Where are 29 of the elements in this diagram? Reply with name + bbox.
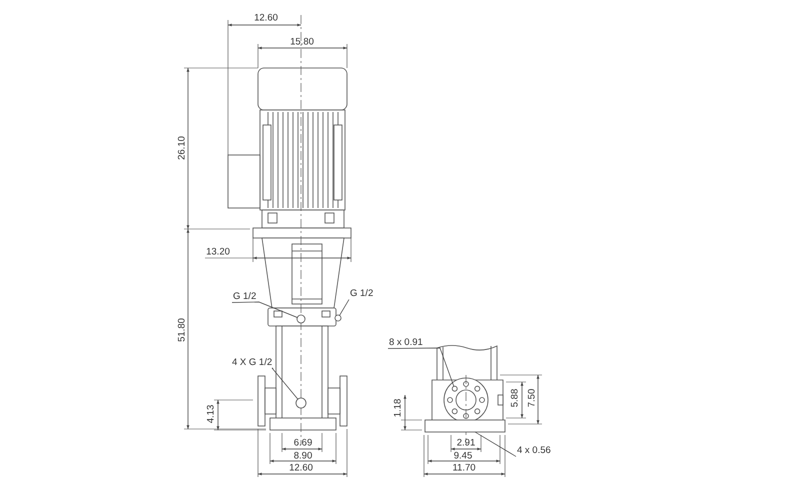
dimension-value: 1.18 <box>393 398 403 418</box>
dimension-value: 11.70 <box>452 463 476 473</box>
dimension-value: 6.69 <box>294 438 312 448</box>
dimension-value: 15.80 <box>290 37 314 47</box>
leader-line <box>388 348 454 387</box>
dimension-value: 4.13 <box>206 404 216 424</box>
callout-text: G 1/2 <box>232 291 258 302</box>
port-circle <box>334 314 342 322</box>
dimension-value: 13.20 <box>206 247 230 257</box>
leader-line <box>272 368 298 400</box>
callout-text: G 1/2 <box>349 288 374 300</box>
callout-text: 4 X G 1/2 <box>231 357 274 368</box>
leader-line <box>232 302 298 318</box>
dimension-value: 51.80 <box>177 318 187 342</box>
dimension-value: 12.60 <box>289 463 313 473</box>
dimension-value: 12.60 <box>254 13 278 23</box>
bolt-hole <box>452 386 458 392</box>
callout-text: 4 x 0.56 <box>516 445 552 456</box>
dimension-value: 9.45 <box>454 451 472 461</box>
dimension-value: 26.10 <box>177 136 187 160</box>
leader-line <box>339 299 350 316</box>
leader-line <box>474 432 516 457</box>
port-circle <box>296 314 306 324</box>
dimension-value: 8.90 <box>294 451 312 461</box>
dimension-value: 2.91 <box>456 438 476 448</box>
base-plate <box>424 420 506 432</box>
dimension-value: 5.88 <box>510 388 520 408</box>
dimension-value: 7.50 <box>527 388 537 408</box>
callout-text: 8 x 0.91 <box>388 337 424 348</box>
